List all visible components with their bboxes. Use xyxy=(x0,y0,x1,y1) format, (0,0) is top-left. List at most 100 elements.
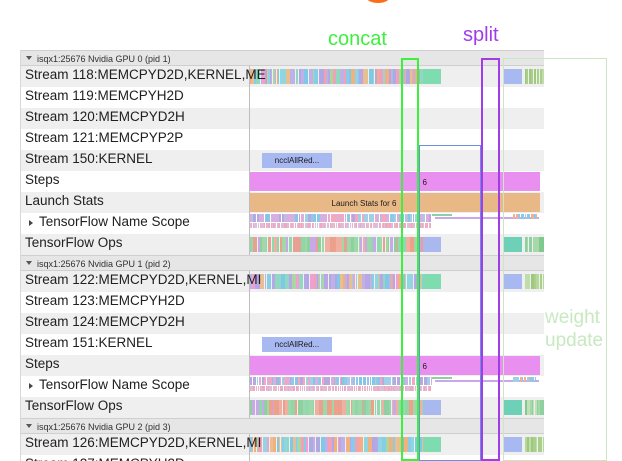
trace-event-block[interactable] xyxy=(297,223,298,228)
trace-event-block[interactable] xyxy=(389,69,391,84)
trace-event-block[interactable] xyxy=(332,400,334,415)
trace-event-block[interactable] xyxy=(367,223,368,228)
trace-event-block[interactable] xyxy=(310,386,311,391)
trace-event-block[interactable] xyxy=(324,377,327,385)
trace-event-block[interactable] xyxy=(274,223,275,228)
trace-event-block[interactable] xyxy=(330,386,331,391)
trace-event-block[interactable] xyxy=(327,69,328,84)
trace-event-block[interactable] xyxy=(522,377,523,382)
trace-event-block[interactable] xyxy=(400,223,401,228)
trace-event-block[interactable] xyxy=(431,377,432,385)
trace-event-block[interactable] xyxy=(403,386,404,391)
trace-event-block[interactable] xyxy=(289,386,290,391)
trace-event-block[interactable] xyxy=(358,69,359,84)
trace-event-block[interactable] xyxy=(535,400,537,415)
trace-event-block[interactable] xyxy=(426,214,427,222)
trace-event-block[interactable] xyxy=(290,223,291,228)
trace-event-block[interactable] xyxy=(307,237,310,252)
trace-event-block[interactable] xyxy=(260,400,262,415)
trace-event-block[interactable] xyxy=(413,386,414,391)
trace-event-block[interactable] xyxy=(321,69,324,84)
trace-event-block[interactable] xyxy=(261,214,264,222)
trace-event-block[interactable] xyxy=(259,400,260,415)
trace-event-block[interactable] xyxy=(328,223,329,228)
trace-event-block[interactable] xyxy=(298,223,299,228)
trace-event-block[interactable] xyxy=(274,237,277,252)
trace-event-block[interactable] xyxy=(371,400,374,415)
trace-event-block[interactable] xyxy=(397,237,398,252)
trace-event-block[interactable] xyxy=(364,437,368,452)
trace-event-block[interactable] xyxy=(298,400,301,415)
trace-event-block[interactable] xyxy=(536,274,539,289)
trace-event-block[interactable] xyxy=(425,223,426,228)
trace-event-block[interactable] xyxy=(407,223,408,228)
trace-event-block[interactable] xyxy=(320,69,321,84)
trace-event-block[interactable] xyxy=(407,274,410,289)
trace-event-block[interactable] xyxy=(366,400,368,415)
trace-event-block[interactable] xyxy=(393,69,396,84)
trace-event-block[interactable] xyxy=(351,386,352,391)
trace-event-block[interactable] xyxy=(317,214,318,222)
trace-event-block[interactable] xyxy=(307,223,308,228)
trace-event-block[interactable] xyxy=(253,377,256,385)
trace-event-block[interactable] xyxy=(313,400,314,415)
trace-event-block[interactable] xyxy=(281,437,282,452)
trace-event-block[interactable] xyxy=(347,214,348,222)
trace-event-block[interactable] xyxy=(375,69,377,84)
trace-event-block[interactable] xyxy=(315,377,318,385)
trace-event-block[interactable] xyxy=(364,214,365,222)
trace-event-block[interactable] xyxy=(393,377,396,385)
trace-event-block[interactable] xyxy=(387,223,388,228)
trace-event-block[interactable] xyxy=(390,386,391,391)
trace-event-block[interactable] xyxy=(530,400,532,415)
trace-event-block[interactable] xyxy=(328,214,329,222)
trace-event-block[interactable] xyxy=(421,237,424,252)
trace-event-block[interactable] xyxy=(253,214,256,222)
trace-event-block[interactable] xyxy=(371,214,374,222)
trace-event-block[interactable] xyxy=(265,69,267,84)
trace-event-block[interactable] xyxy=(398,237,402,252)
trace-event-block[interactable] xyxy=(344,377,347,385)
trace-event-block[interactable] xyxy=(339,223,340,228)
timeline-row[interactable]: TensorFlow Name Scope xyxy=(21,376,544,397)
trace-event-block[interactable] xyxy=(408,223,409,228)
trace-event-block[interactable] xyxy=(394,237,397,252)
trace-event-block[interactable] xyxy=(290,377,291,385)
trace-event-block[interactable] xyxy=(258,386,259,391)
trace-event-block[interactable] xyxy=(269,386,270,391)
trace-event-block[interactable] xyxy=(318,386,319,391)
trace-event-block[interactable] xyxy=(392,274,393,289)
trace-event-block[interactable] xyxy=(309,386,310,391)
trace-event-block[interactable] xyxy=(529,69,531,84)
trace-event-block[interactable] xyxy=(323,400,327,415)
trace-event-block[interactable] xyxy=(527,377,528,382)
trace-event-block[interactable] xyxy=(338,386,339,391)
trace-event-block[interactable] xyxy=(382,437,386,452)
trace-event-block[interactable] xyxy=(341,223,342,228)
trace-event-block[interactable] xyxy=(415,386,416,391)
trace-event-block[interactable] xyxy=(273,377,276,385)
trace-event-block[interactable] xyxy=(285,223,286,228)
timeline-group-header[interactable]: isqx1:25676 Nvidia GPU 2 (pid 3) xyxy=(21,418,544,434)
trace-event-block[interactable] xyxy=(384,400,387,415)
trace-event-block[interactable] xyxy=(259,214,261,222)
trace-event-block[interactable] xyxy=(262,400,264,415)
trace-event-block[interactable] xyxy=(363,377,366,385)
trace-event-block[interactable] xyxy=(388,237,389,252)
concat-event-block[interactable] xyxy=(423,437,441,452)
trace-event-block[interactable] xyxy=(277,237,279,252)
trace-event-block[interactable] xyxy=(272,274,275,289)
trace-event-block[interactable] xyxy=(370,223,371,228)
trace-event-block[interactable] xyxy=(305,214,308,222)
trace-event-block[interactable] xyxy=(392,377,393,385)
trace-event-block[interactable] xyxy=(408,214,410,222)
split-ops-block[interactable] xyxy=(503,237,522,252)
timeline-row[interactable]: TensorFlow Ops xyxy=(21,234,544,255)
trace-event-block[interactable] xyxy=(405,400,409,415)
trace-event-block[interactable] xyxy=(400,386,401,391)
trace-event-block[interactable] xyxy=(273,214,276,222)
trace-event-block[interactable] xyxy=(390,214,393,222)
trace-event-block[interactable] xyxy=(332,223,333,228)
collapse-caret-icon[interactable] xyxy=(26,261,32,265)
trace-event-block[interactable] xyxy=(516,214,518,219)
